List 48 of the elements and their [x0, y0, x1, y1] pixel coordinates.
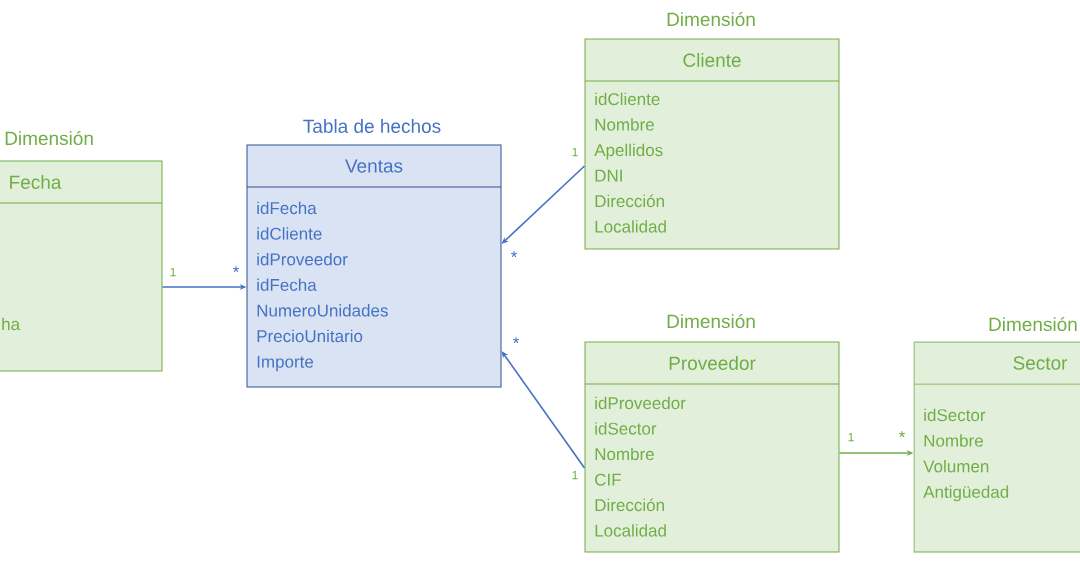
field-name: NumeroUnidades [257, 304, 388, 317]
arrow [501, 351, 586, 469]
field-name: idSector [595, 422, 657, 435]
multiplicity-label: 1 [848, 432, 854, 442]
table-title: Proveedor [669, 356, 756, 370]
heading: Dimensión [667, 11, 755, 27]
field-name: idSector [924, 408, 986, 422]
heading: Dimensión [989, 316, 1077, 332]
table-box [584, 11, 840, 250]
table-title: Cliente [683, 53, 741, 67]
field-name: Localidad [595, 220, 666, 233]
field-name: Volumen [923, 459, 989, 473]
field-name: Nombre [924, 434, 983, 447]
field-name: Nombre [595, 118, 654, 131]
field-name: Importe [257, 355, 314, 372]
multiplicity-label: * [898, 431, 906, 438]
table-box [0, 130, 163, 372]
field-name: idFecha [257, 278, 317, 291]
field-name: Dirección [595, 194, 664, 208]
multiplicity-label: 1 [572, 470, 578, 480]
field-name: idProveedor [257, 252, 348, 266]
heading: Dimensión [5, 130, 93, 146]
heading: Tabla de hechos [303, 119, 441, 133]
field-name: idCliente [257, 227, 322, 240]
table-title: Sector [1013, 356, 1068, 370]
field-name: idProveedor [595, 396, 686, 410]
field-name: Localidad [595, 524, 666, 537]
heading: Dimensión [667, 313, 755, 329]
field-name: Antigüedad [923, 485, 1009, 502]
field-name: Nombre [595, 447, 654, 461]
table-box [246, 119, 502, 388]
field-name: Apellidos [594, 143, 663, 160]
field-name: Dirección [595, 498, 664, 512]
table-box [913, 316, 1080, 553]
table-box [584, 313, 840, 553]
multiplicity-label: * [510, 251, 518, 258]
field-name: idCliente [595, 92, 660, 106]
field-name: CIF [595, 473, 621, 486]
table-title: Fecha [10, 175, 62, 189]
multiplicity-label: 1 [572, 147, 578, 157]
field-name: ha [2, 317, 21, 331]
field-name: PrecioUnitario [257, 329, 363, 343]
field-name: DNI [595, 169, 622, 182]
multiplicity-label: 1 [170, 267, 176, 277]
multiplicity-label: * [512, 337, 520, 344]
field-name: idFecha [257, 201, 317, 215]
table-title: Ventas [345, 159, 403, 173]
multiplicity-label: * [232, 266, 240, 273]
